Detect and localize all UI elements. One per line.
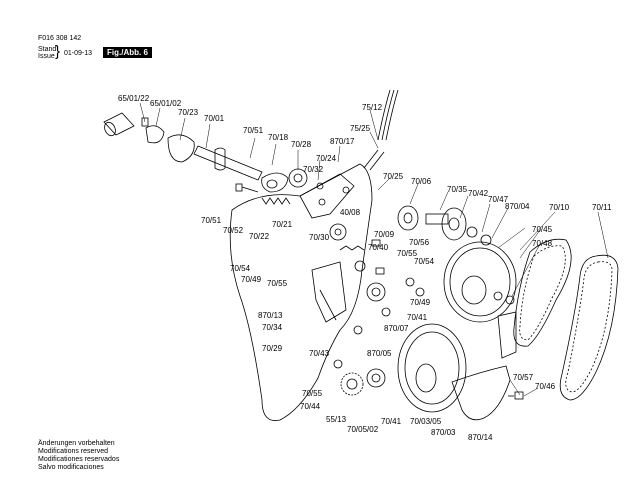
part-label: 70/51 xyxy=(243,126,264,135)
part-label: 70/46 xyxy=(535,382,556,391)
part-label: 70/51 xyxy=(201,216,222,225)
part-label: 870/05 xyxy=(367,349,392,358)
part-label: 40/08 xyxy=(340,208,361,217)
part-label: 870/14 xyxy=(468,433,493,442)
cables xyxy=(363,89,399,171)
part-label: 70/52 xyxy=(223,226,244,235)
issue-label: Issue xyxy=(38,53,55,60)
figure-label: Fig./Abb. 6 xyxy=(103,47,152,58)
part-label: 70/41 xyxy=(381,417,402,426)
part-label: 70/01 xyxy=(204,114,225,123)
footer-note: Modifications reserved xyxy=(38,448,109,455)
housing-cover xyxy=(229,163,373,421)
part-label: 870/07 xyxy=(384,324,409,333)
pulley-hub-parts xyxy=(397,205,492,297)
part-label: 70/10 xyxy=(549,203,570,212)
part-label: 70/47 xyxy=(488,195,509,204)
part-label: 70/55 xyxy=(397,249,418,258)
part-label: 70/35 xyxy=(447,185,468,194)
spring xyxy=(261,197,291,205)
part-label: 870/03 xyxy=(431,428,456,437)
part-label: 70/41 xyxy=(407,313,428,322)
part-label: 870/04 xyxy=(505,202,530,211)
part-label: 70/06 xyxy=(411,177,432,186)
brace-glyph: } xyxy=(55,43,61,60)
belt-guard xyxy=(451,365,511,421)
footer-note: Änderungen vorbehalten xyxy=(38,440,115,447)
shaft-assembly xyxy=(103,112,263,193)
part-label: 70/03/05 xyxy=(410,417,442,426)
large-pulley-upper xyxy=(443,241,517,323)
document-number: F016 308 142 xyxy=(38,35,82,42)
part-label: 70/32 xyxy=(303,165,324,174)
part-label: 75/12 xyxy=(362,103,383,112)
part-label: 70/40 xyxy=(368,243,389,252)
part-label: 70/48 xyxy=(532,239,553,248)
part-label: 70/05/02 xyxy=(347,425,379,434)
part-label: 65/01/02 xyxy=(150,99,182,108)
part-label: 70/55 xyxy=(267,279,288,288)
part-label: 70/23 xyxy=(178,108,199,117)
part-label: 70/54 xyxy=(414,257,435,266)
part-label: 70/54 xyxy=(230,264,251,273)
part-label: 70/25 xyxy=(383,172,404,181)
lower-pulley xyxy=(397,323,467,413)
part-labels: 65/01/22 65/01/02 70/23 70/01 70/51 70/1… xyxy=(118,94,612,442)
part-label: 70/44 xyxy=(300,402,321,411)
footer-note: Salvo modificaciones xyxy=(38,464,104,471)
belt-outer xyxy=(559,254,619,401)
part-label: 70/49 xyxy=(241,275,262,284)
stand-label: Stand xyxy=(38,46,57,53)
belt-inner-teeth xyxy=(519,245,566,341)
part-label: 70/55 xyxy=(302,389,323,398)
part-label: 70/11 xyxy=(592,203,612,212)
part-label: 70/30 xyxy=(309,233,330,242)
issue-date: 01-09-13 xyxy=(64,50,93,57)
part-label: 70/34 xyxy=(262,323,283,332)
part-label: 55/13 xyxy=(326,415,347,424)
part-label: 70/28 xyxy=(291,140,312,149)
part-label: 70/56 xyxy=(409,238,430,247)
drive-gears xyxy=(333,359,524,400)
part-label: 70/49 xyxy=(410,298,431,307)
part-label: 70/42 xyxy=(468,189,489,198)
part-label: 70/21 xyxy=(272,220,293,229)
footer-note: Modificationes reservados xyxy=(38,456,120,463)
part-label: 70/09 xyxy=(374,230,395,239)
guard-bracket xyxy=(497,311,517,359)
part-label: 70/18 xyxy=(268,133,289,142)
part-label: 70/29 xyxy=(262,344,283,353)
leader-lines xyxy=(139,102,609,397)
part-label: 65/01/22 xyxy=(118,94,150,103)
part-label: 70/22 xyxy=(249,232,270,241)
part-label: 75/25 xyxy=(350,124,371,133)
part-label: 870/17 xyxy=(330,137,355,146)
part-label: 70/24 xyxy=(316,154,337,163)
part-label: 70/45 xyxy=(532,225,553,234)
belt-inner xyxy=(513,238,572,347)
belt-outer-teeth xyxy=(565,261,613,393)
part-label: 70/43 xyxy=(309,349,330,358)
part-label: 870/13 xyxy=(258,311,283,320)
idler-arm xyxy=(311,223,391,335)
part-label: 70/57 xyxy=(513,373,534,382)
bearings xyxy=(261,168,324,193)
